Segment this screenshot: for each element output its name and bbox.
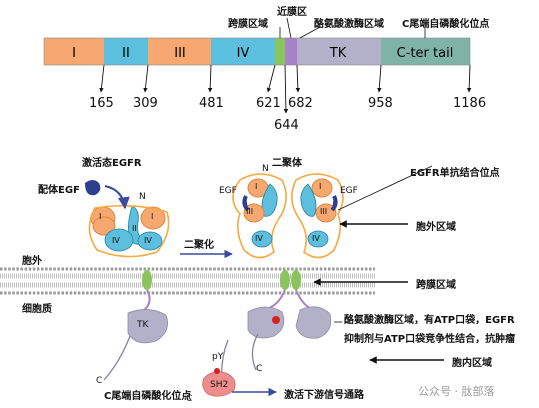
- tm-helix-left: [142, 270, 152, 290]
- tk-dimer-right: [295, 306, 332, 339]
- label-py: pY: [212, 352, 224, 362]
- label-active-egfr: 激活态EGFR: [82, 158, 142, 169]
- pos-481: 481: [199, 96, 224, 111]
- pos-621: 621: [256, 96, 281, 111]
- pos-958: 958: [368, 96, 393, 111]
- pos-1186: 1186: [453, 96, 487, 111]
- label-tk-note-1: 酪氨酸激酶区域，有ATP口袋，EGFR: [344, 315, 515, 326]
- label-egf-left: EGF: [219, 186, 237, 196]
- label-transmembrane: 跨膜区域: [228, 19, 268, 30]
- segment-label-I: I: [72, 46, 76, 61]
- label-extracellular: 胞外: [22, 256, 42, 267]
- tm-helix-dimer-left: [280, 270, 290, 290]
- label-n-right: N: [262, 164, 269, 174]
- label-cterm-phos-bottom: C尾端自磷酸化位点: [104, 391, 192, 402]
- domain-label-III-1: III: [246, 207, 254, 216]
- tk-left: [127, 309, 169, 344]
- domain-I-left-b: [140, 206, 166, 230]
- domain-label-II: II: [132, 224, 137, 233]
- watermark: 公众号 · 肽部落: [418, 385, 495, 398]
- label-cytoplasm: 细胞质: [22, 304, 52, 315]
- domain-label-I-4: I: [319, 182, 322, 191]
- domain-label-I-1: I: [99, 212, 102, 221]
- segment-IV: [211, 38, 275, 65]
- label-dimer: 二聚体: [272, 158, 302, 169]
- label-tk-region: 酪氨酸激酶区域: [314, 19, 384, 30]
- label-c-mid: C: [186, 394, 193, 404]
- pos-165: 165: [89, 96, 114, 111]
- label-dimerization: 二聚化: [184, 240, 214, 251]
- label-ligand-egf: 配体EGF: [38, 185, 80, 196]
- segment-jm: [285, 38, 297, 65]
- label-c-right: C: [256, 364, 263, 374]
- label-tk-note-2: 抑制剂与ATP口袋竞争性结合，抗肿瘤: [344, 334, 516, 345]
- label-tk-left: TK: [137, 320, 149, 330]
- domain-III-left: [92, 216, 116, 236]
- label-egfr-mab-site: EGFR单抗结合位点: [410, 168, 500, 179]
- segment-label-IV: IV: [237, 46, 250, 61]
- domain-label-IV-2: IV: [144, 236, 152, 245]
- segment-tm: [275, 38, 285, 65]
- segment-I: [44, 38, 104, 65]
- label-downstream: 激活下游信号通路: [284, 390, 364, 401]
- segment-label-tk: TK: [329, 46, 347, 61]
- label-tm-domain: 跨膜区域: [416, 280, 456, 291]
- sh2-protein: [202, 371, 236, 397]
- label-intracellular-domain: 胞内区域: [452, 358, 492, 369]
- pos-644: 644: [274, 118, 299, 133]
- egfr-monomer: [85, 180, 170, 381]
- label-cterm-phos: C尾端自磷酸化位点: [402, 19, 490, 30]
- domain-bar: I II III IV TK C-ter tail: [43, 17, 472, 114]
- segment-II: [104, 38, 148, 65]
- domain-label-IV-3: IV: [255, 234, 263, 243]
- tm-helix-dimer-right: [291, 270, 301, 290]
- label-extracellular-domain: 胞外区域: [416, 222, 456, 233]
- domain-label-I-3: I: [255, 182, 258, 191]
- pos-682: 682: [288, 96, 313, 111]
- domain-label-III-2: III: [320, 207, 328, 216]
- egf-ligand: [85, 180, 101, 196]
- label-c-left: C: [96, 376, 103, 386]
- segment-cter: [381, 38, 470, 65]
- label-juxtamembrane: 近膜区: [277, 7, 307, 18]
- segment-label-cter: C-ter tail: [397, 46, 454, 61]
- segment-label-II: II: [122, 46, 130, 61]
- domain-label-IV-4: IV: [312, 234, 320, 243]
- membrane: [0, 262, 375, 302]
- segment-label-III: III: [174, 46, 186, 61]
- label-sh2: SH2: [210, 380, 229, 390]
- domain-IV-left: [104, 228, 134, 252]
- segment-III: [148, 38, 211, 65]
- domain-label-I-2: I: [151, 212, 154, 221]
- pos-309: 309: [133, 96, 158, 111]
- label-n-left: N: [139, 192, 146, 202]
- segment-tk: [297, 38, 381, 65]
- egfr-dimer: [202, 173, 344, 397]
- domain-label-IV-1: IV: [112, 236, 120, 245]
- label-egf-right: EGF: [340, 186, 358, 196]
